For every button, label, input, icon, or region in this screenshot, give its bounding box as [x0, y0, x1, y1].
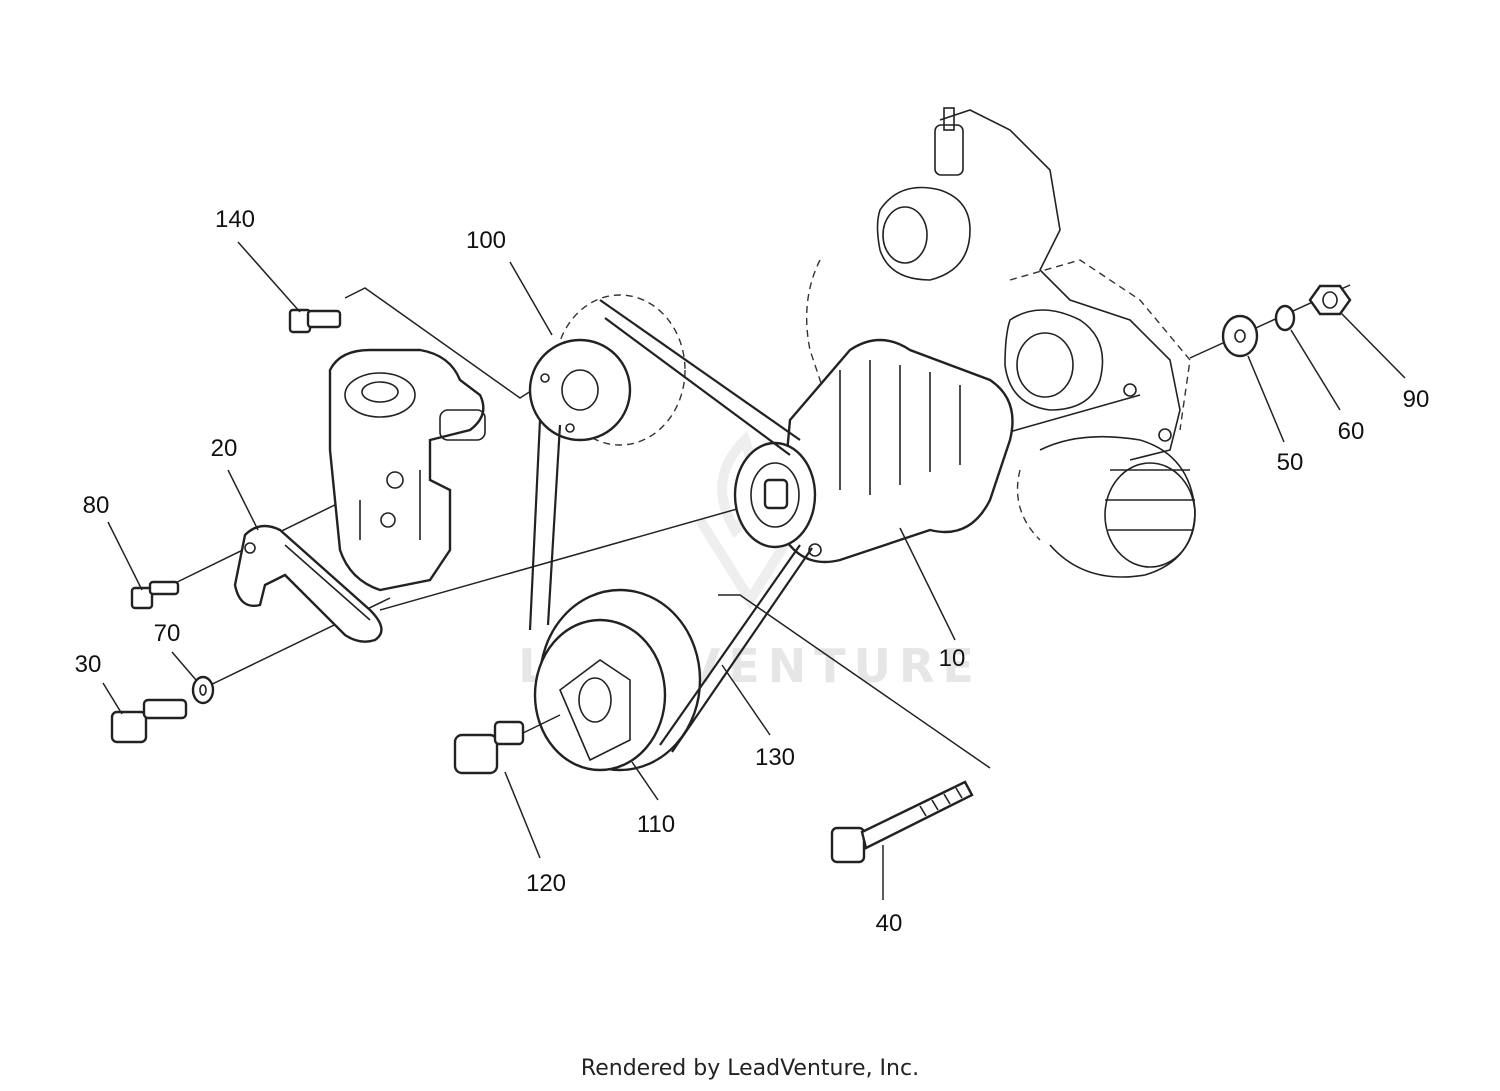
callout-110: 110	[637, 811, 675, 838]
callout-labels: 140 100 20 80 70 30 10 130 110 120 40 50…	[75, 206, 1430, 937]
callout-60: 60	[1338, 418, 1365, 445]
callout-20: 20	[211, 435, 238, 462]
callout-40: 40	[876, 910, 903, 937]
pump-housing	[328, 348, 486, 592]
part-50-washer	[1221, 314, 1259, 358]
callout-10: 10	[939, 645, 966, 672]
part-10-alternator	[733, 338, 1014, 564]
part-80-bolt	[130, 580, 180, 610]
part-20-bracket	[233, 524, 383, 643]
callout-130: 130	[755, 744, 795, 771]
part-120-bolt	[453, 714, 561, 775]
callout-140: 140	[215, 206, 255, 233]
callout-100: 100	[466, 227, 506, 254]
part-70-washer	[191, 675, 215, 705]
callout-leaders	[102, 241, 1406, 900]
part-30-bolt	[110, 698, 188, 744]
part-130-belt	[528, 299, 813, 753]
part-40-bolt	[718, 594, 991, 864]
part-60-lock-washer	[1274, 304, 1296, 332]
callout-90: 90	[1403, 386, 1430, 413]
part-100-pulley	[528, 294, 686, 446]
callout-70: 70	[154, 620, 181, 647]
part-90-nut	[1308, 284, 1352, 316]
callout-50: 50	[1277, 449, 1304, 476]
callout-30: 30	[75, 651, 102, 678]
callout-120: 120	[526, 870, 566, 897]
footer-credit: Rendered by LeadVenture, Inc.	[580, 1056, 920, 1081]
part-110-pulley	[533, 588, 702, 772]
engine-block	[806, 107, 1196, 578]
callout-80: 80	[83, 492, 110, 519]
part-140-bolt	[288, 287, 546, 399]
